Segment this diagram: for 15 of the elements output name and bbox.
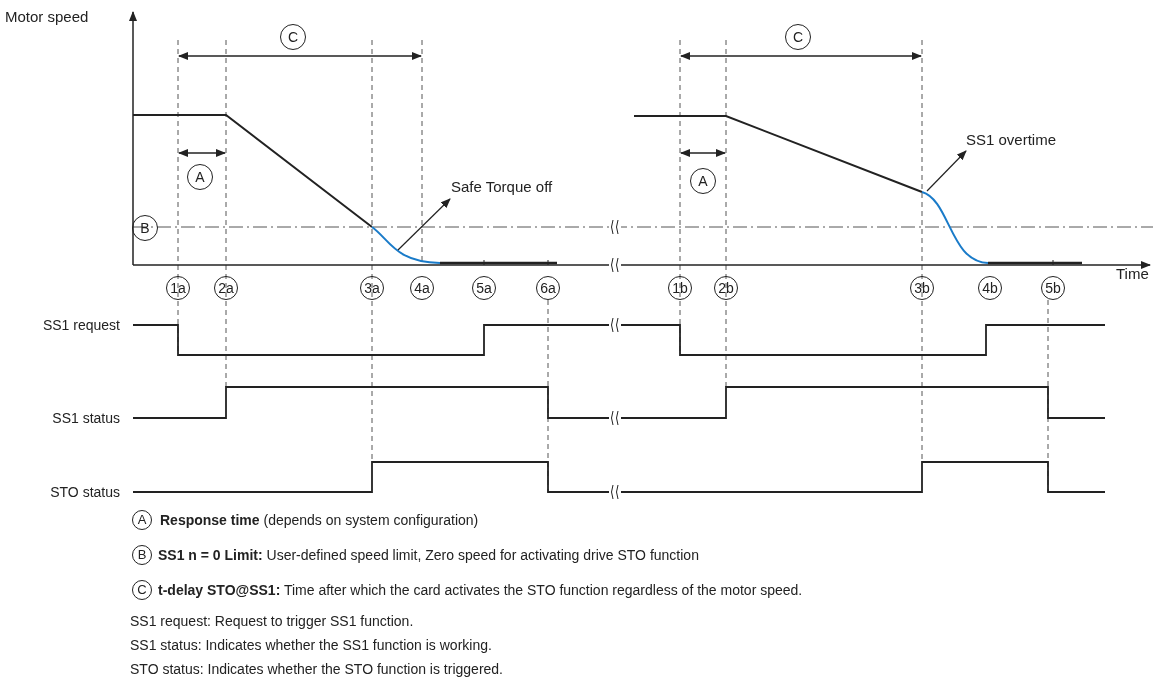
annotation-text: Safe Torque off [451, 178, 553, 196]
signal-name: SS1 status [52, 409, 120, 427]
axis-title: Motor speed [5, 8, 89, 26]
leader-arrow [397, 198, 451, 251]
annotation-text: SS1 overtime [966, 131, 1057, 149]
legend-note: Response time (depends on system configuration) [160, 511, 479, 529]
legend-note: SS1 n = 0 Limit: User-defined speed limit, Zero speed for activating drive STO function [158, 546, 699, 564]
signal-name: SS1 request [42, 316, 120, 334]
legend-note: SS1 request: Request to trigger SS1 function. [130, 612, 414, 630]
legend-note: STO status: Indicates whether the STO function is triggered. [130, 660, 503, 678]
axis-title: Time [1116, 265, 1149, 283]
legend-note: t-delay STO@SS1: Time after which the card activates the STO function regardless of the motor speed. [158, 581, 803, 599]
legend-note: SS1 status: Indicates whether the SS1 function is working. [130, 636, 492, 654]
signal-name: STO status [50, 483, 120, 501]
leader-arrow [926, 150, 967, 192]
